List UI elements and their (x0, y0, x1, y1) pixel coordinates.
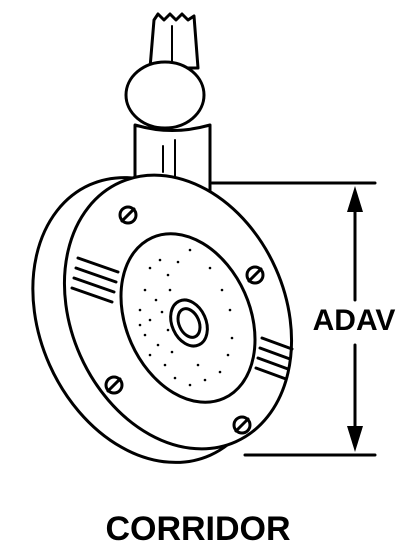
caption: CORRIDOR (105, 510, 290, 548)
ball-joint (124, 60, 206, 130)
grip-ribs-left (70, 256, 120, 304)
stem (148, 12, 200, 70)
center-boss (169, 298, 209, 348)
dimension-marker (210, 181, 377, 457)
plate-texture (138, 248, 234, 387)
screw-top (118, 205, 138, 225)
screw-left (104, 375, 124, 395)
arrow-down (347, 426, 363, 452)
dimension-label: ADAV (313, 304, 396, 337)
arrow-up (347, 186, 363, 212)
screw-bottom (232, 415, 252, 435)
screw-right (245, 265, 265, 285)
grip-ribs-right (254, 336, 294, 381)
